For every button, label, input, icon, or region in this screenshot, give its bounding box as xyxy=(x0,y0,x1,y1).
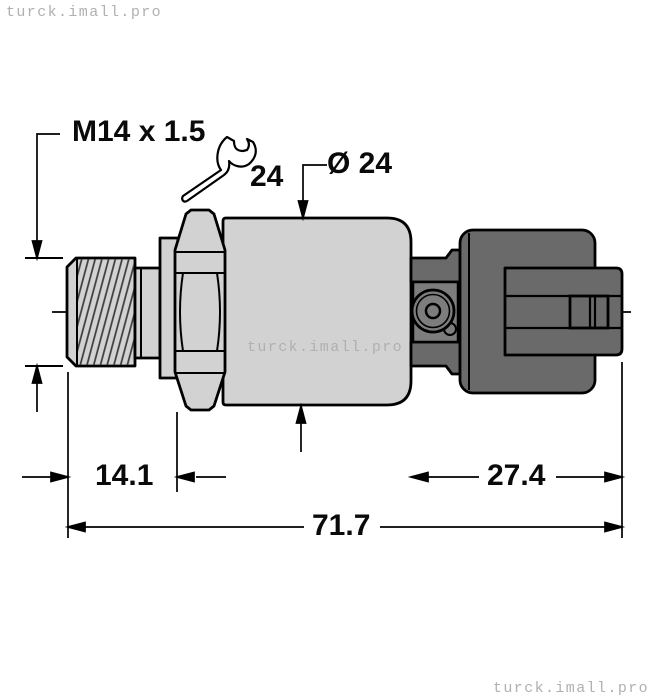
connector-neck-bottom xyxy=(409,340,462,376)
thread-hatch xyxy=(78,259,134,365)
watermark-center: turck.imall.pro xyxy=(247,339,404,356)
dim-connector-length-label: 27.4 xyxy=(487,459,546,492)
thread-spec-label: M14 x 1.5 xyxy=(72,115,206,148)
dimension-m14 xyxy=(25,133,63,412)
hex-nut xyxy=(173,208,227,412)
watermark-bottom-right: turck.imall.pro xyxy=(493,680,650,697)
connector-plug xyxy=(503,266,624,357)
wrench-icon xyxy=(181,135,257,203)
connector-neck-top xyxy=(409,248,462,284)
dim-thread-length-label: 14.1 xyxy=(95,459,154,492)
dim-overall-length-label: 71.7 xyxy=(312,509,371,542)
connector-detail-lines xyxy=(468,233,622,390)
bearing-inner-circle xyxy=(424,302,442,320)
dimension-overall-length xyxy=(64,521,626,533)
wrench-size-label: 24 xyxy=(250,160,284,193)
dimension-connector-length xyxy=(407,362,626,538)
bearing-mid-circle xyxy=(415,293,451,329)
watermark-top-left: turck.imall.pro xyxy=(6,4,163,21)
hex-face-lines xyxy=(175,251,225,374)
neck xyxy=(133,266,162,360)
dimension-thread-length xyxy=(22,372,226,538)
sensor-body xyxy=(221,216,413,407)
body-diameter-label: Ø 24 xyxy=(327,147,393,180)
dimension-diameter-leader xyxy=(295,164,327,452)
